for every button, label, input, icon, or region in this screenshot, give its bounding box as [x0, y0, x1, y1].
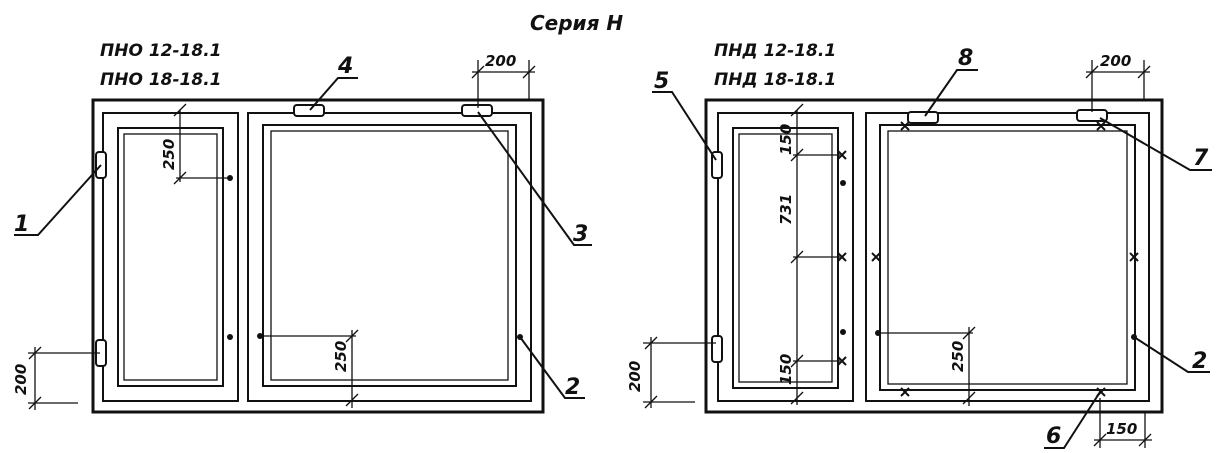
- dim-label: 250: [332, 341, 350, 372]
- fixing-dot: [840, 329, 846, 335]
- dimension-line: [1093, 398, 1152, 448]
- leader-line: [1133, 336, 1210, 373]
- left-sash-glass: [738, 133, 833, 383]
- dim-label: 250: [949, 341, 967, 372]
- left-panel: ПНО 12-18.1 ПНО 18-18.1 250: [12, 41, 592, 414]
- callout-7: 7: [1193, 146, 1209, 171]
- right-sash-glass: [887, 130, 1128, 385]
- left-sash-frame: [102, 112, 239, 402]
- dim-label: 200: [626, 361, 644, 392]
- dimension-line: [28, 346, 100, 410]
- dimension-line: [260, 329, 359, 408]
- dimension-line: [471, 60, 536, 108]
- dimension-line: [878, 326, 976, 406]
- left-sash-glass: [123, 133, 218, 381]
- right-mark-2: ПНД 18-18.1: [714, 70, 836, 90]
- callout-2: 2: [1192, 349, 1207, 374]
- hinge-3: [461, 104, 493, 117]
- right-sash-glass: [270, 130, 509, 381]
- dimension-line: [643, 336, 716, 409]
- leader-line: [924, 69, 978, 117]
- callout-5: 5: [654, 69, 669, 94]
- callout-8: 8: [958, 46, 973, 71]
- callout-4: 4: [337, 54, 353, 79]
- leader-line: [477, 111, 592, 246]
- leader-line: [309, 77, 358, 111]
- leader-line: [14, 164, 102, 236]
- right-outer-frame: [704, 98, 1164, 414]
- callout-2: 2: [565, 375, 580, 400]
- hinge-bottom: [711, 335, 723, 363]
- dim-label: 150: [777, 124, 795, 155]
- hinge-8: [907, 111, 939, 124]
- dim-label: 250: [160, 139, 178, 170]
- leader-line: [652, 91, 717, 161]
- dimension-line: [173, 103, 230, 185]
- right-sash-inner: [879, 124, 1136, 391]
- left-sash-inner: [732, 127, 839, 389]
- fixing-dot: [227, 334, 233, 340]
- right-sash-inner: [262, 124, 517, 387]
- callout-1: 1: [14, 212, 29, 237]
- leader-line: [1099, 117, 1212, 171]
- dimension-line: [1085, 60, 1151, 112]
- dim-label: 150: [777, 354, 795, 385]
- hinge-4: [293, 104, 325, 117]
- series-title: Серия Н: [530, 11, 623, 35]
- dim-label: 200: [12, 364, 30, 395]
- left-mark-2: ПНО 18-18.1: [100, 70, 221, 90]
- right-sash-frame: [865, 112, 1150, 402]
- left-mark-1: ПНО 12-18.1: [100, 41, 221, 61]
- fixing-dot: [840, 180, 846, 186]
- callout-3: 3: [573, 222, 588, 247]
- dim-label: 200: [485, 52, 516, 70]
- left-sash-frame: [717, 112, 854, 402]
- right-sash-frame: [247, 112, 532, 402]
- right-panel: ПНД 12-18.1 ПНД 18-18.1: [626, 41, 1212, 449]
- fixing-x-marks: [837, 121, 1139, 397]
- dim-label: 731: [777, 194, 795, 225]
- dim-label: 200: [1100, 52, 1131, 70]
- dim-label: 150: [1106, 420, 1137, 438]
- leader-line: [1044, 391, 1101, 449]
- left-sash-inner: [117, 127, 224, 387]
- callout-6: 6: [1046, 424, 1061, 449]
- leader-line: [519, 336, 585, 399]
- right-mark-1: ПНД 12-18.1: [714, 41, 836, 61]
- dimension-line: [790, 103, 840, 405]
